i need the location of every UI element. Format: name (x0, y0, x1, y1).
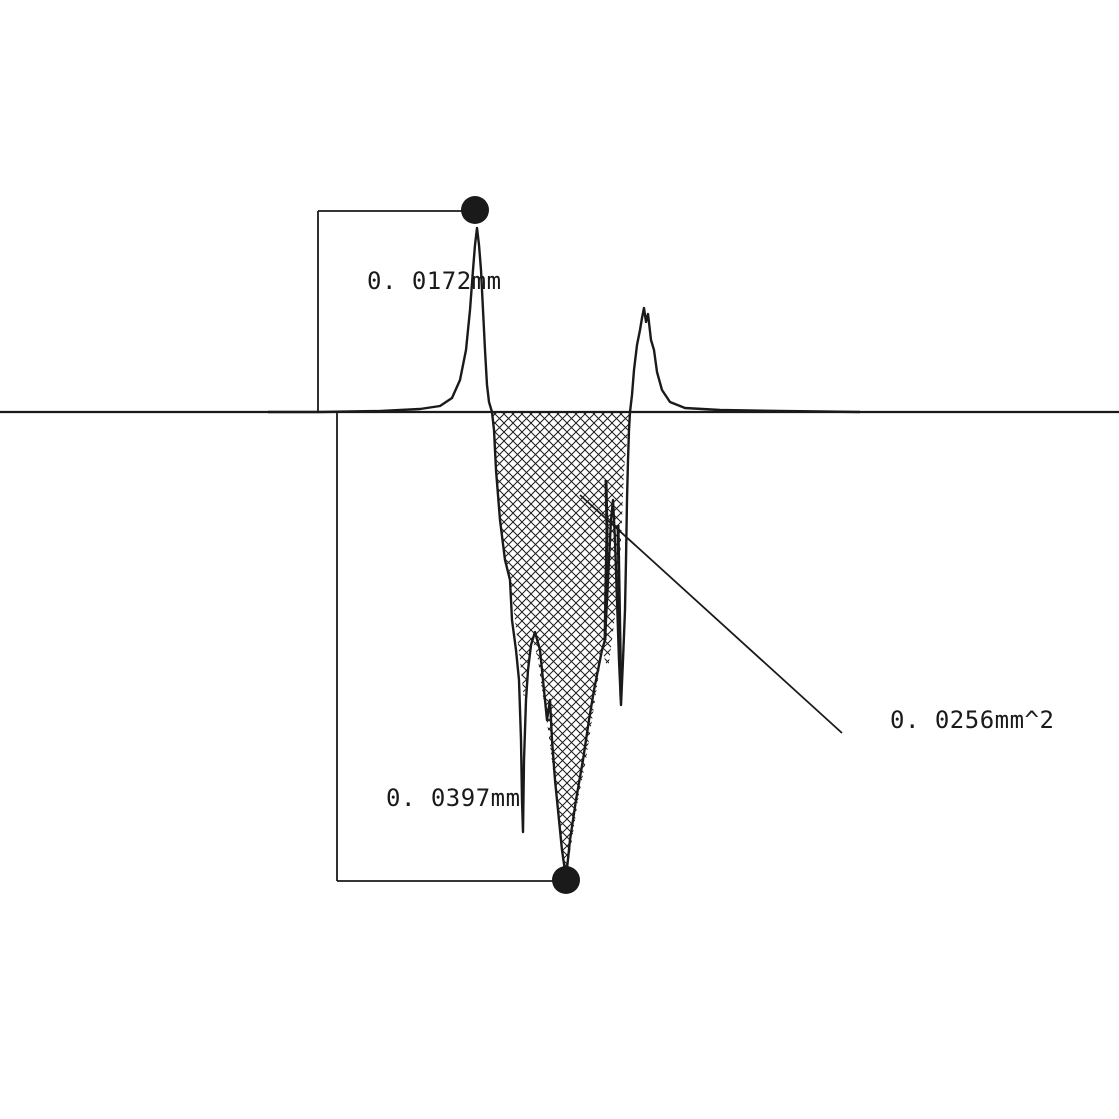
groove-inner-streak (603, 479, 609, 641)
valley-marker (552, 866, 580, 894)
groove-inner-streak (616, 524, 623, 701)
surface-profile (268, 226, 861, 880)
groove-area-hatch (492, 412, 630, 878)
depth-label: 0. 0397mm (386, 784, 521, 812)
height-label: 0. 0172mm (367, 267, 502, 295)
peak-marker (461, 196, 489, 224)
area-label: 0. 0256mm^2 (890, 706, 1054, 734)
area-leader-line (579, 494, 843, 734)
